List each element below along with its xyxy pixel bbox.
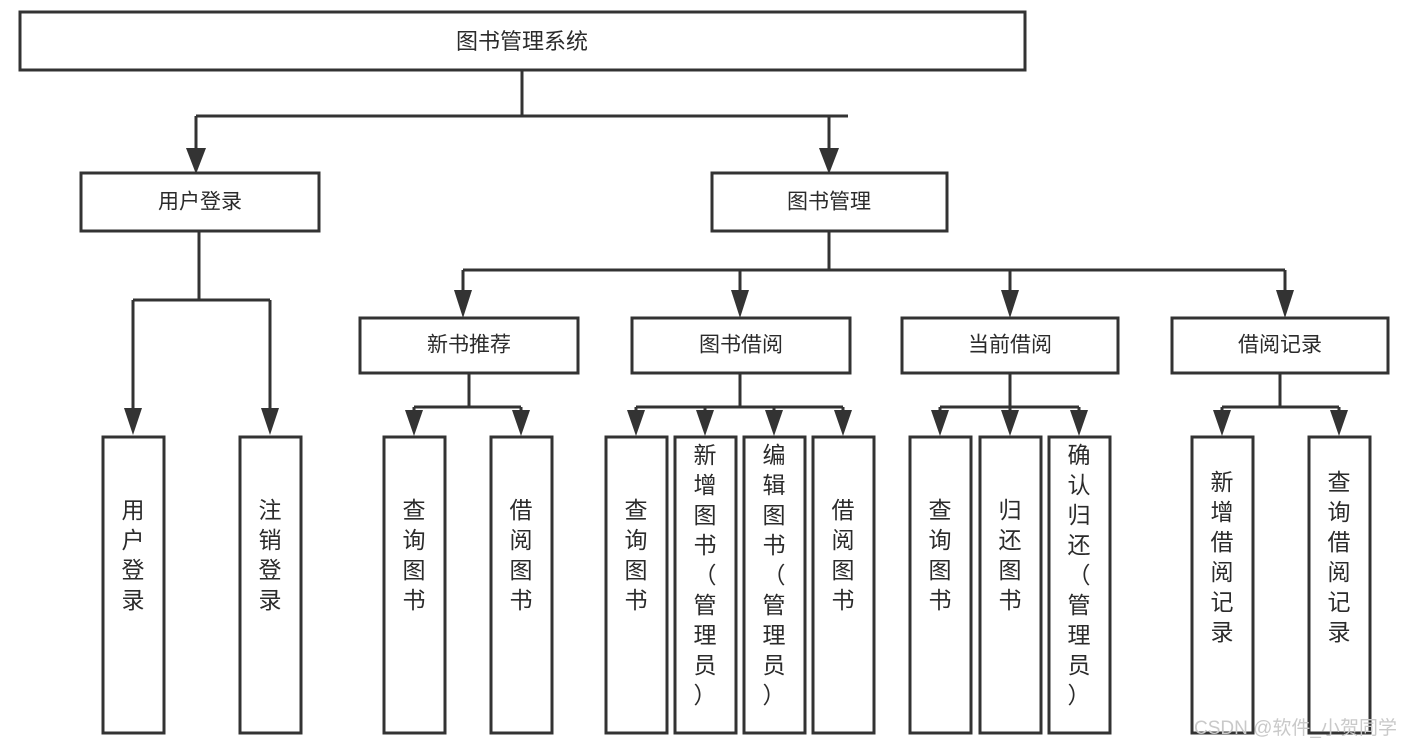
node-leaf-query-book-1[interactable]: 查询图书 (382, 435, 447, 735)
node-leaf-borrow-book-1[interactable]: 借阅图书 (489, 435, 554, 735)
node-leaf-query-book-1-label: 查询图书 (403, 497, 426, 613)
connector-layer (124, 70, 1348, 436)
node-book-borrow-label: 图书借阅 (699, 334, 783, 357)
arrow-head-leaf-return-book (1001, 410, 1019, 436)
node-leaf-query-book-2-box[interactable] (604, 435, 669, 735)
node-leaf-edit-book[interactable]: 编辑图书（管理员） (742, 435, 807, 735)
node-leaf-query-book-2[interactable]: 查询图书 (604, 435, 669, 735)
node-leaf-borrow-book-2-label: 借阅图书 (832, 497, 855, 613)
node-borrow-record[interactable]: 借阅记录 (1170, 316, 1390, 375)
arrow-head-leaf-edit-book (765, 410, 783, 436)
node-leaf-query-book-1-box[interactable] (382, 435, 447, 735)
node-leaf-borrow-book-1-box[interactable] (489, 435, 554, 735)
node-leaf-add-book-label: 新增图书（管理员） (694, 442, 717, 708)
node-leaf-return-book[interactable]: 归还图书 (978, 435, 1043, 735)
node-book-management[interactable]: 图书管理 (710, 171, 949, 233)
node-leaf-add-borrow-record-label: 新增借阅记录 (1211, 469, 1234, 645)
node-book-management-label: 图书管理 (787, 191, 871, 214)
arrow-head-book-borrow (731, 290, 749, 318)
node-leaf-logout-login-box[interactable] (238, 435, 303, 735)
node-leaf-return-book-box[interactable] (978, 435, 1043, 735)
node-book-borrow-box[interactable] (630, 316, 852, 375)
node-borrow-record-label: 借阅记录 (1238, 334, 1322, 357)
node-leaf-borrow-book-2-box[interactable] (811, 435, 876, 735)
node-leaf-confirm-return-label: 确认归还（管理员） (1068, 442, 1091, 708)
node-current-borrow[interactable]: 当前借阅 (900, 316, 1120, 375)
arrow-head-leaf-add-borrow-record (1213, 410, 1231, 436)
arrow-head-leaf-add-book (696, 410, 714, 436)
node-leaf-add-book-box[interactable] (673, 435, 738, 735)
arrow-head-leaf-borrow-book-1 (512, 410, 530, 436)
node-leaf-logout-login[interactable]: 注销登录 (238, 435, 303, 735)
node-root-box[interactable] (18, 10, 1027, 72)
arrow-head-leaf-logout-login (261, 408, 279, 435)
node-leaf-edit-book-box[interactable] (742, 435, 807, 735)
node-book-management-box[interactable] (710, 171, 949, 233)
node-leaf-user-login-label: 用户登录 (122, 497, 145, 613)
node-leaf-edit-book-label: 编辑图书（管理员） (763, 442, 786, 708)
node-leaf-query-borrow-record-box[interactable] (1307, 435, 1372, 735)
node-leaf-query-book-2-label: 查询图书 (625, 497, 648, 613)
node-leaf-user-login[interactable]: 用户登录 (101, 435, 166, 735)
node-leaf-query-book-3-label: 查询图书 (929, 497, 952, 613)
node-root[interactable]: 图书管理系统 (18, 10, 1027, 72)
node-new-book-recommend-box[interactable] (358, 316, 580, 375)
node-user-login-box[interactable] (79, 171, 321, 233)
node-leaf-query-book-3-box[interactable] (908, 435, 973, 735)
arrow-head-borrow-record (1276, 290, 1294, 318)
arrow-head-current-borrow (1001, 290, 1019, 318)
node-leaf-return-book-label: 归还图书 (999, 497, 1022, 613)
arrow-head-leaf-query-book-3 (931, 410, 949, 436)
node-new-book-recommend-label: 新书推荐 (427, 334, 511, 357)
node-leaf-add-borrow-record[interactable]: 新增借阅记录 (1190, 435, 1255, 735)
node-leaf-add-borrow-record-box[interactable] (1190, 435, 1255, 735)
node-leaf-user-login-box[interactable] (101, 435, 166, 735)
node-new-book-recommend[interactable]: 新书推荐 (358, 316, 580, 375)
node-leaf-borrow-book-1-label: 借阅图书 (510, 497, 533, 613)
arrow-head-leaf-query-book-2 (627, 410, 645, 436)
arrow-head-leaf-user-login (124, 408, 142, 435)
arrow-head-leaf-query-borrow-record (1330, 410, 1348, 436)
arrow-head-new-book-recommend (454, 290, 472, 318)
csdn-watermark: CSDN @软件_小贺同学 (1194, 717, 1397, 739)
node-book-borrow[interactable]: 图书借阅 (630, 316, 852, 375)
node-leaf-add-book[interactable]: 新增图书（管理员） (673, 435, 738, 735)
node-leaf-confirm-return-box[interactable] (1047, 435, 1112, 735)
node-current-borrow-label: 当前借阅 (968, 334, 1052, 357)
node-user-login[interactable]: 用户登录 (79, 171, 321, 233)
node-leaf-logout-login-label: 注销登录 (259, 497, 282, 613)
node-borrow-record-box[interactable] (1170, 316, 1390, 375)
node-leaf-confirm-return[interactable]: 确认归还（管理员） (1047, 435, 1112, 735)
arrow-head-leaf-borrow-book-2 (834, 410, 852, 436)
node-leaf-query-book-3[interactable]: 查询图书 (908, 435, 973, 735)
node-user-login-label: 用户登录 (158, 191, 242, 214)
node-leaf-borrow-book-2[interactable]: 借阅图书 (811, 435, 876, 735)
arrow-head-leaf-confirm-return (1070, 410, 1088, 436)
node-current-borrow-box[interactable] (900, 316, 1120, 375)
node-leaf-query-borrow-record[interactable]: 查询借阅记录 (1307, 435, 1372, 735)
arrow-head-user-login (186, 148, 206, 174)
node-leaf-query-borrow-record-label: 查询借阅记录 (1328, 469, 1351, 645)
arrow-head-leaf-query-book-1 (405, 410, 423, 436)
arrow-head-book-management (819, 148, 839, 174)
node-root-label: 图书管理系统 (456, 29, 588, 54)
